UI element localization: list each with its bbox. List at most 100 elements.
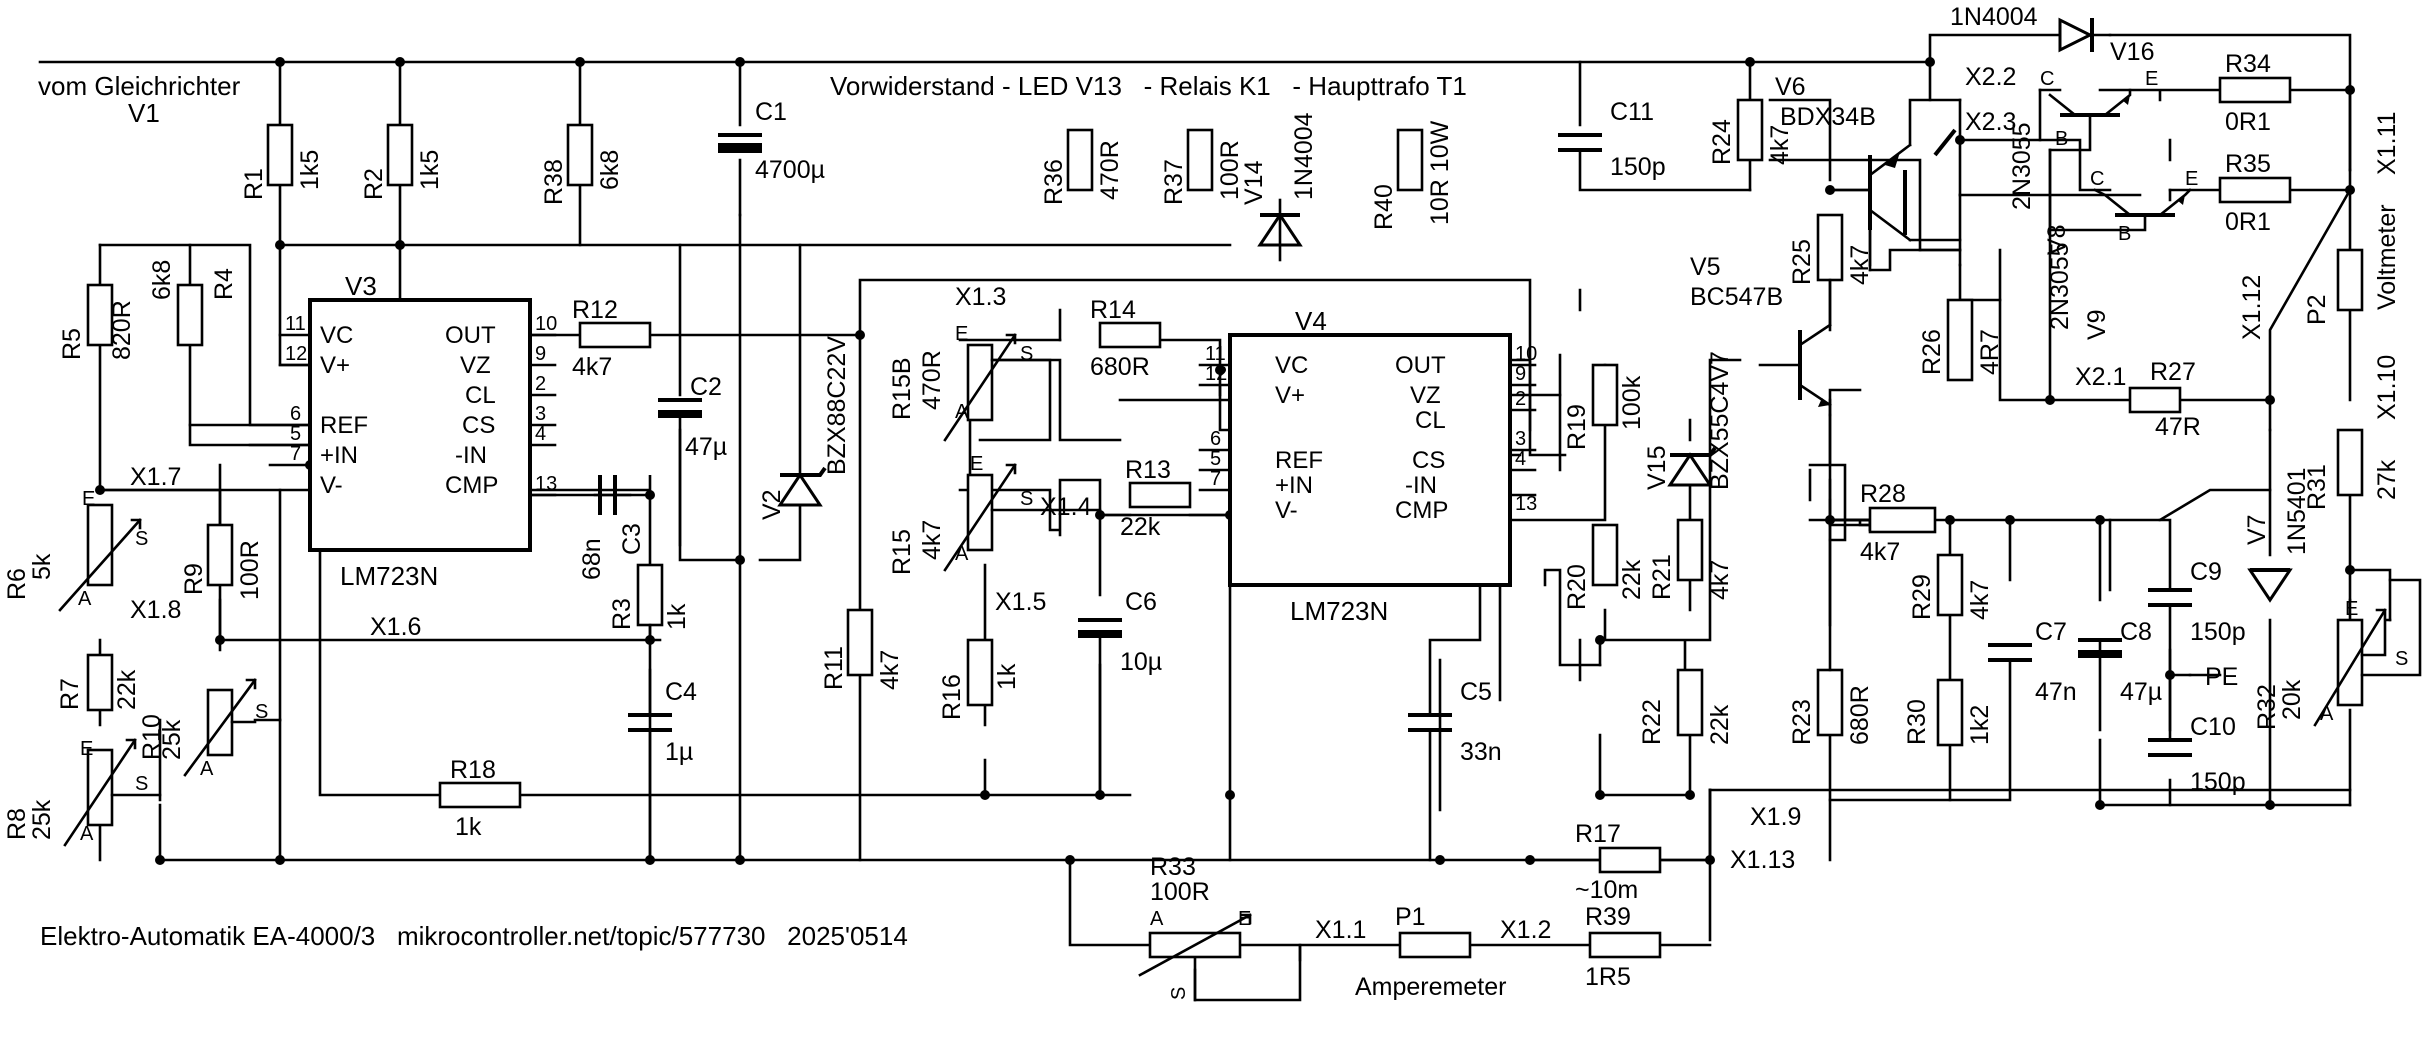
ic-v4-pin-cmp: CMP [1395,497,1448,524]
ic-v4-num-7: 7 [1210,468,1221,490]
resistor-r20 [1591,523,1619,587]
ic-v4-pin-out: OUT [1395,352,1446,379]
ic-v3-num-10: 10 [535,313,557,335]
r13-ref: R13 [1125,456,1171,484]
c4-value: 1µ [665,738,693,766]
resistor-r37 [1186,128,1214,192]
resistor-r36 [1066,128,1094,192]
ic-v3-num-5: 5 [290,423,301,445]
ic-v3-num-13: 13 [535,473,557,495]
r19-ref: R19 [1563,404,1591,450]
r34-ref: R34 [2225,50,2271,78]
pin-v9-b: B [2118,223,2131,245]
c2-value: 47µ [685,433,727,461]
ic-v4-pin-cs: CS [1412,447,1445,474]
pin-r15-s: S [1020,488,1033,510]
resistor-r17 [1598,846,1662,874]
r31-ref: R31 [2303,464,2331,510]
r4-value: 6k8 [148,260,176,300]
v14-value: 1N4004 [1290,112,1318,200]
ic-v3-num-11: 11 [285,313,306,335]
r14-ref: R14 [1090,296,1136,324]
r30-ref: R30 [1903,699,1931,745]
v16-ref: V16 [2110,38,2154,66]
ic-v4-pin-vplus: V+ [1275,382,1305,409]
r8-ref: R8 [3,808,31,840]
resistor-r11 [846,608,874,677]
r35-ref: R35 [2225,150,2271,178]
ic-v3-pin-plusin: +IN [320,442,358,469]
r9-value: 100R [236,540,264,600]
r22-ref: R22 [1638,699,1666,745]
r15b-ref: R15B [888,357,916,420]
r28-ref: R28 [1860,480,1906,508]
r10-ref: R10 [138,714,166,760]
c10-ref: C10 [2190,713,2236,741]
pin-r32-a: A [2320,703,2334,725]
c5-value: 33n [1460,738,1502,766]
term-x1-11: X1.11 [2373,112,2401,175]
resistor-r26 [1946,298,1974,382]
r21-ref: R21 [1648,554,1676,600]
c3-value: 68n [578,538,606,580]
r7-value: 22k [113,669,141,710]
c5-ref: C5 [1460,678,1492,706]
resistor-r40 [1396,128,1424,192]
r38-value: 6k8 [596,150,624,190]
r39-value: 1R5 [1585,963,1631,991]
r32-ref: R32 [2253,684,2281,730]
resistor-r27 [2128,386,2182,414]
r27-value: 47R [2155,413,2201,441]
pin-v8-b: B [2055,128,2068,150]
potentiometer-r15b [943,333,1052,442]
ic-v4-num-12: 12 [1205,363,1227,385]
ic-v4-pin-vminus: V- [1275,497,1298,524]
r20-value: 22k [1618,559,1646,600]
pin-r15-e: E [970,453,983,475]
resistor-r18 [438,781,522,809]
resistor-r29 [1936,553,1964,617]
r18-ref: R18 [450,756,496,784]
term-x2-3: X2.3 [1965,108,2016,136]
resistor-r21 [1676,518,1704,582]
ic-v3-num-12: 12 [285,343,307,365]
ic-v3-pin-ref: REF [320,412,368,439]
ic-v3-ref: V3 [345,271,377,301]
ic-v4-pin-cl: CL [1415,407,1446,434]
source-label: vom Gleichrichter [38,71,241,101]
diodes [777,17,2293,603]
ic-v4-pin-plusin: +IN [1275,472,1313,499]
r1-value: 1k5 [296,150,324,190]
transistor-v8 [2048,88,2132,152]
c9-ref: C9 [2190,558,2222,586]
capacitors [598,133,2192,862]
pin-r33-s: S [1168,987,1190,1000]
resistor-r31 [2336,428,2364,497]
r7-ref: R7 [56,678,84,710]
resistor-r38 [566,123,594,187]
diode-v14 [1257,198,1303,262]
ic-v4-ref: V4 [1295,306,1327,336]
pin-r6-e: E [82,488,95,510]
pin-r10-s: S [255,701,268,723]
zener-v2 [777,466,827,507]
resistor-r3 [636,563,664,627]
source-ref-label: V1 [128,98,160,128]
pin-v8-e: E [2145,68,2158,90]
c6-ref: C6 [1125,588,1157,616]
r25-value: 4k7 [1846,245,1874,285]
r5-ref: R5 [58,328,86,360]
zener-v15 [1667,446,1717,487]
resistor-r23 [1816,668,1844,737]
r16-ref: R16 [938,674,966,720]
pin-r15b-e: E [955,323,968,345]
resistor-r4 [176,283,204,347]
resistor-r7 [86,653,114,712]
r26-value: 4R7 [1976,329,2004,375]
pin-r8-a: A [80,823,94,845]
r33-value: 100R [1150,878,1210,906]
ic-v3-pin-cl: CL [465,382,496,409]
resistor-r19 [1591,363,1619,427]
r38-ref: R38 [540,159,568,205]
